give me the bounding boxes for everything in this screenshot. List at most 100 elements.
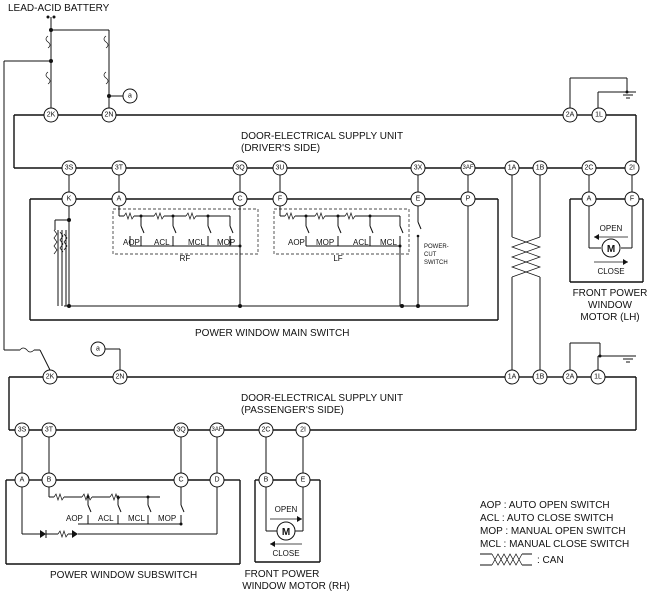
passenger-to-sub-wiring: [21, 437, 304, 473]
connector-pin-label: B: [264, 477, 269, 484]
lf-mcl-label: MCL: [380, 238, 397, 247]
sub-mop-label: MOP: [158, 514, 176, 523]
connector-pin-label: A: [587, 196, 592, 203]
connector-pin-p-3q: 3Q: [173, 422, 189, 438]
motor-lh-open: OPEN: [600, 224, 623, 233]
motor-rh-close: CLOSE: [272, 549, 299, 558]
connector-pin-d-2i: 2I: [624, 160, 640, 176]
lf-switch-group: [273, 208, 410, 306]
connector-pin-p-2k: 2K: [42, 369, 58, 385]
rf-switch-group: [112, 208, 259, 255]
driver-ground: [569, 77, 636, 108]
connector-pin-s-d: D: [209, 472, 225, 488]
connector-pin-rh-b: B: [258, 472, 274, 488]
connector-pin-label: 2N: [105, 112, 114, 119]
lf-group-label: LF: [333, 254, 342, 263]
connector-pin-label: K: [67, 196, 72, 203]
connector-pin-rh-e: E: [295, 472, 311, 488]
connector-pin-label: 2K: [46, 374, 55, 381]
battery-label: LEAD-ACID BATTERY: [8, 3, 110, 14]
motor-lh-wiring: [569, 175, 644, 283]
motor-lh-label-3: MOTOR (LH): [580, 312, 639, 323]
connector-pin-p-3s: 3S: [14, 422, 30, 438]
connector-pin-s-b: B: [41, 472, 57, 488]
main-switch-box: [29, 198, 499, 321]
connector-pin-p-1a: 1A: [504, 369, 520, 385]
rf-mop-label: MOP: [217, 238, 235, 247]
sub-acl-label: ACL: [98, 514, 114, 523]
connector-pin-label: 3T: [115, 165, 124, 172]
connector-pin-label: 2A: [566, 112, 575, 119]
subswitch-label: POWER WINDOW SUBSWITCH: [50, 570, 197, 581]
power-cut-label-1: POWER-: [424, 244, 449, 250]
connector-pin-m-f: F: [272, 191, 288, 207]
rf-mcl-label: MCL: [188, 238, 205, 247]
connector-pin-p-2c: 2C: [258, 422, 274, 438]
power-cut-switch: [416, 221, 422, 238]
connector-pin-lh-a: A: [581, 191, 597, 207]
connector-pin-d-3q: 3Q: [232, 160, 248, 176]
connector-pin-p-2a: 2A: [562, 369, 578, 385]
connector-pin-label: A: [20, 477, 25, 484]
rf-acl-label: ACL: [154, 238, 170, 247]
connector-pin-label: 2C: [262, 427, 271, 434]
lf-mop-label: MOP: [316, 238, 334, 247]
connector-pin-label: 1L: [595, 112, 603, 119]
connector-pin-label: A: [117, 196, 122, 203]
motor-lh-close: CLOSE: [597, 267, 624, 276]
connector-pin-label: E: [301, 477, 306, 484]
connector-pin-label: C: [237, 196, 242, 203]
connector-pin-label: 3S: [65, 165, 74, 172]
driver-to-main-wiring: [68, 175, 469, 192]
connector-pin-label: 3AF: [211, 427, 222, 433]
legend-aop: AOP : AUTO OPEN SWITCH: [480, 500, 610, 511]
driver-unit-title: DOOR-ELECTRICAL SUPPLY UNIT: [241, 131, 403, 142]
connector-pin-d-1a: 1A: [504, 160, 520, 176]
connector-pin-label: 3Q: [176, 427, 186, 434]
connector-pin-p-3t: 3T: [41, 422, 57, 438]
connector-pin-p-2i: 2I: [295, 422, 311, 438]
connector-pin-m-e: E: [410, 191, 426, 207]
passenger-ground: [569, 342, 636, 370]
connector-pin-m-c: C: [232, 191, 248, 207]
passenger-unit-box: [8, 376, 637, 431]
power-cut-label-3: SWITCH: [424, 260, 448, 266]
lf-aop-label: AOP: [288, 238, 305, 247]
connector-pin-label: 3S: [18, 427, 27, 434]
connector-pin-lh-f: F: [624, 191, 640, 207]
can-bus-lines: [510, 175, 542, 370]
connector-pin-label: 3Q: [235, 165, 245, 172]
connector-pin-d-2k: 2K: [43, 107, 59, 123]
connector-pin-p-1b: 1B: [532, 369, 548, 385]
connector-pin-label: 2I: [629, 165, 635, 172]
motor-rh-label-2: WINDOW MOTOR (RH): [242, 581, 350, 592]
svg-text:a: a: [96, 346, 100, 353]
connector-pin-m-a: A: [111, 191, 127, 207]
connector-pin-label: 1A: [508, 374, 517, 381]
legend-mop: MOP : MANUAL OPEN SWITCH: [480, 526, 626, 537]
lf-acl-label: ACL: [353, 238, 369, 247]
splice-dots-battery: [46, 15, 111, 98]
sub-mcl-label: MCL: [128, 514, 145, 523]
sub-aop-label: AOP: [66, 514, 83, 523]
legend-can-symbol: [480, 553, 532, 566]
connector-pin-label: 3U: [276, 165, 285, 172]
connector-pin-label: 2N: [116, 374, 125, 381]
connector-pin-d-3x: 3X: [410, 160, 426, 176]
main-switch-label: POWER WINDOW MAIN SWITCH: [195, 328, 349, 339]
connector-pin-label: 1B: [536, 374, 545, 381]
driver-unit-subtitle: (DRIVER'S SIDE): [241, 143, 320, 154]
connector-pin-s-c: C: [173, 472, 189, 488]
connector-pin-d-2a: 2A: [562, 107, 578, 123]
connector-pin-label: 1B: [536, 165, 545, 172]
connector-pin-d-1l: 1L: [591, 107, 607, 123]
connector-pin-label: 3X: [414, 165, 423, 172]
connector-pin-d-1b: 1B: [532, 160, 548, 176]
connector-pin-label: 2I: [300, 427, 306, 434]
passenger-unit-title: DOOR-ELECTRICAL SUPPLY UNIT: [241, 393, 403, 404]
subswitch-internal: [21, 487, 218, 539]
power-cut-label-2: CUT: [424, 252, 437, 258]
connector-pin-label: 3T: [45, 427, 54, 434]
connector-pin-label: 3AF: [462, 165, 473, 171]
